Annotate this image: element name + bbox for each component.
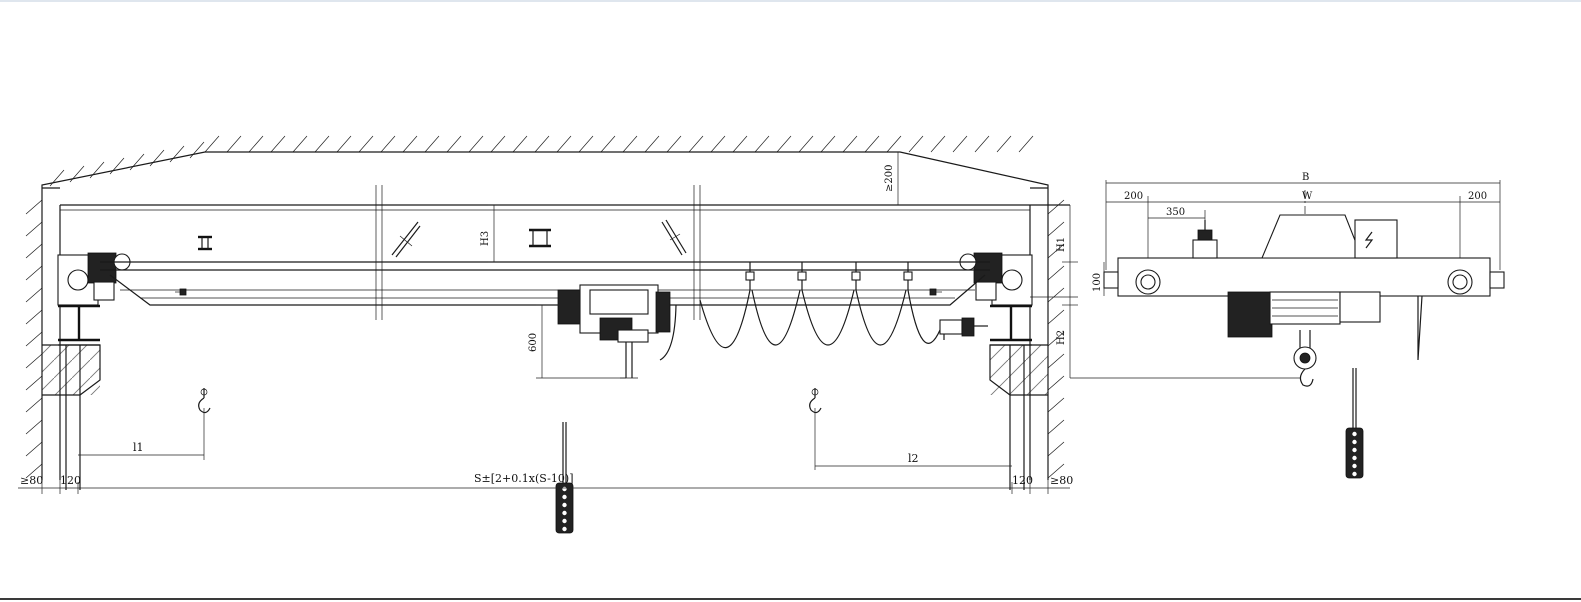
dim-600-label: 600 [528, 333, 539, 352]
break-lines [375, 185, 701, 320]
right-end-carriage [959, 252, 1033, 346]
l2-label: l2 [908, 452, 919, 465]
buffer-assembly [939, 317, 988, 340]
h1-label: H1 [1056, 237, 1067, 252]
offset-right-label: 120 [1012, 474, 1033, 487]
side-left-label: 200 [1124, 191, 1143, 202]
main-girder [100, 261, 990, 306]
h3-label: H3 [480, 231, 491, 246]
clearance-right-label: ≥80 [1050, 474, 1073, 487]
w-base-label: W [1302, 191, 1313, 202]
festoon-hangers [745, 262, 913, 290]
span-formula-label: S±[2+0.1x(S-10)] [474, 472, 573, 485]
side-view [1103, 180, 1505, 387]
brace-icon-right [661, 219, 687, 256]
roof-hatch [49, 135, 1034, 187]
h2-label: H2 [1056, 330, 1067, 345]
top-border [0, 0, 1581, 2]
dim-100-label: 100 [1092, 273, 1103, 292]
b-total-label: B [1302, 172, 1309, 183]
hook-icon-right [809, 388, 822, 414]
festoon-cable [659, 262, 941, 361]
pendant-control-side [1345, 368, 1364, 479]
right-wall-hatch [1047, 199, 1065, 479]
side-mid-label: 350 [1166, 207, 1185, 218]
left-end-carriage [57, 252, 131, 346]
clearance-top-label: ≥200 [884, 165, 895, 192]
beam-section-icon-mid [529, 228, 551, 248]
side-right-label: 200 [1468, 191, 1487, 202]
l1-label: l1 [133, 441, 144, 454]
pendant-control-main [555, 422, 574, 534]
building-structure [25, 135, 1070, 490]
brace-icon-left [391, 221, 421, 258]
front-dimensions [18, 152, 1300, 494]
beam-section-icon-left [198, 235, 212, 251]
dimension-labels: S±[2+0.1x(S-10)] l1 l2 H3 600 ≥200 H1 H2… [20, 165, 1487, 487]
hoist-trolley [557, 284, 671, 379]
hook-icon-left [198, 388, 211, 414]
left-wall-hatch [25, 199, 43, 479]
bottom-border [0, 598, 1581, 600]
clearance-left-label: ≥80 [20, 474, 43, 487]
offset-left-label: 120 [60, 474, 81, 487]
